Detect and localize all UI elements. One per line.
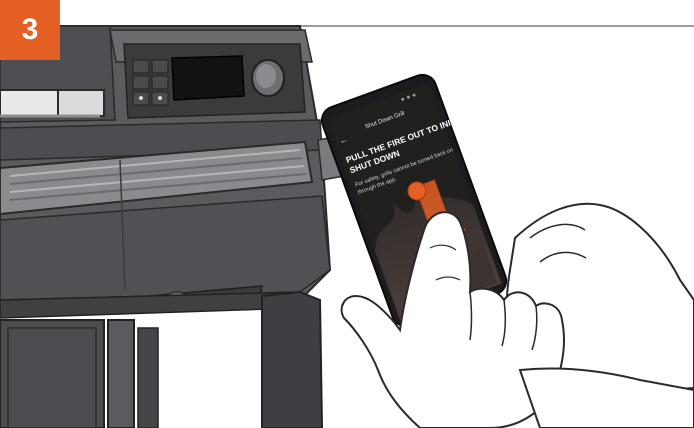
controller-button bbox=[152, 60, 168, 73]
controller-button bbox=[152, 76, 168, 89]
grill bbox=[0, 26, 344, 428]
power-indicator-icon bbox=[139, 96, 143, 100]
controller-panel bbox=[124, 44, 305, 118]
cabinet-door bbox=[0, 320, 104, 428]
controller-display bbox=[172, 56, 244, 100]
cart-leg-inner bbox=[138, 328, 158, 428]
lid-handle bbox=[0, 90, 104, 116]
step-badge: 3 bbox=[0, 0, 60, 60]
controller-button bbox=[133, 60, 149, 73]
controller-button bbox=[133, 76, 149, 89]
cart-leg-right bbox=[262, 292, 322, 428]
step-number: 3 bbox=[22, 13, 39, 47]
cart-leg bbox=[108, 320, 134, 428]
control-knob-highlight bbox=[256, 64, 276, 88]
wifi-indicator-icon bbox=[158, 96, 162, 100]
handle-end bbox=[58, 90, 104, 116]
grill-cart bbox=[0, 292, 322, 428]
